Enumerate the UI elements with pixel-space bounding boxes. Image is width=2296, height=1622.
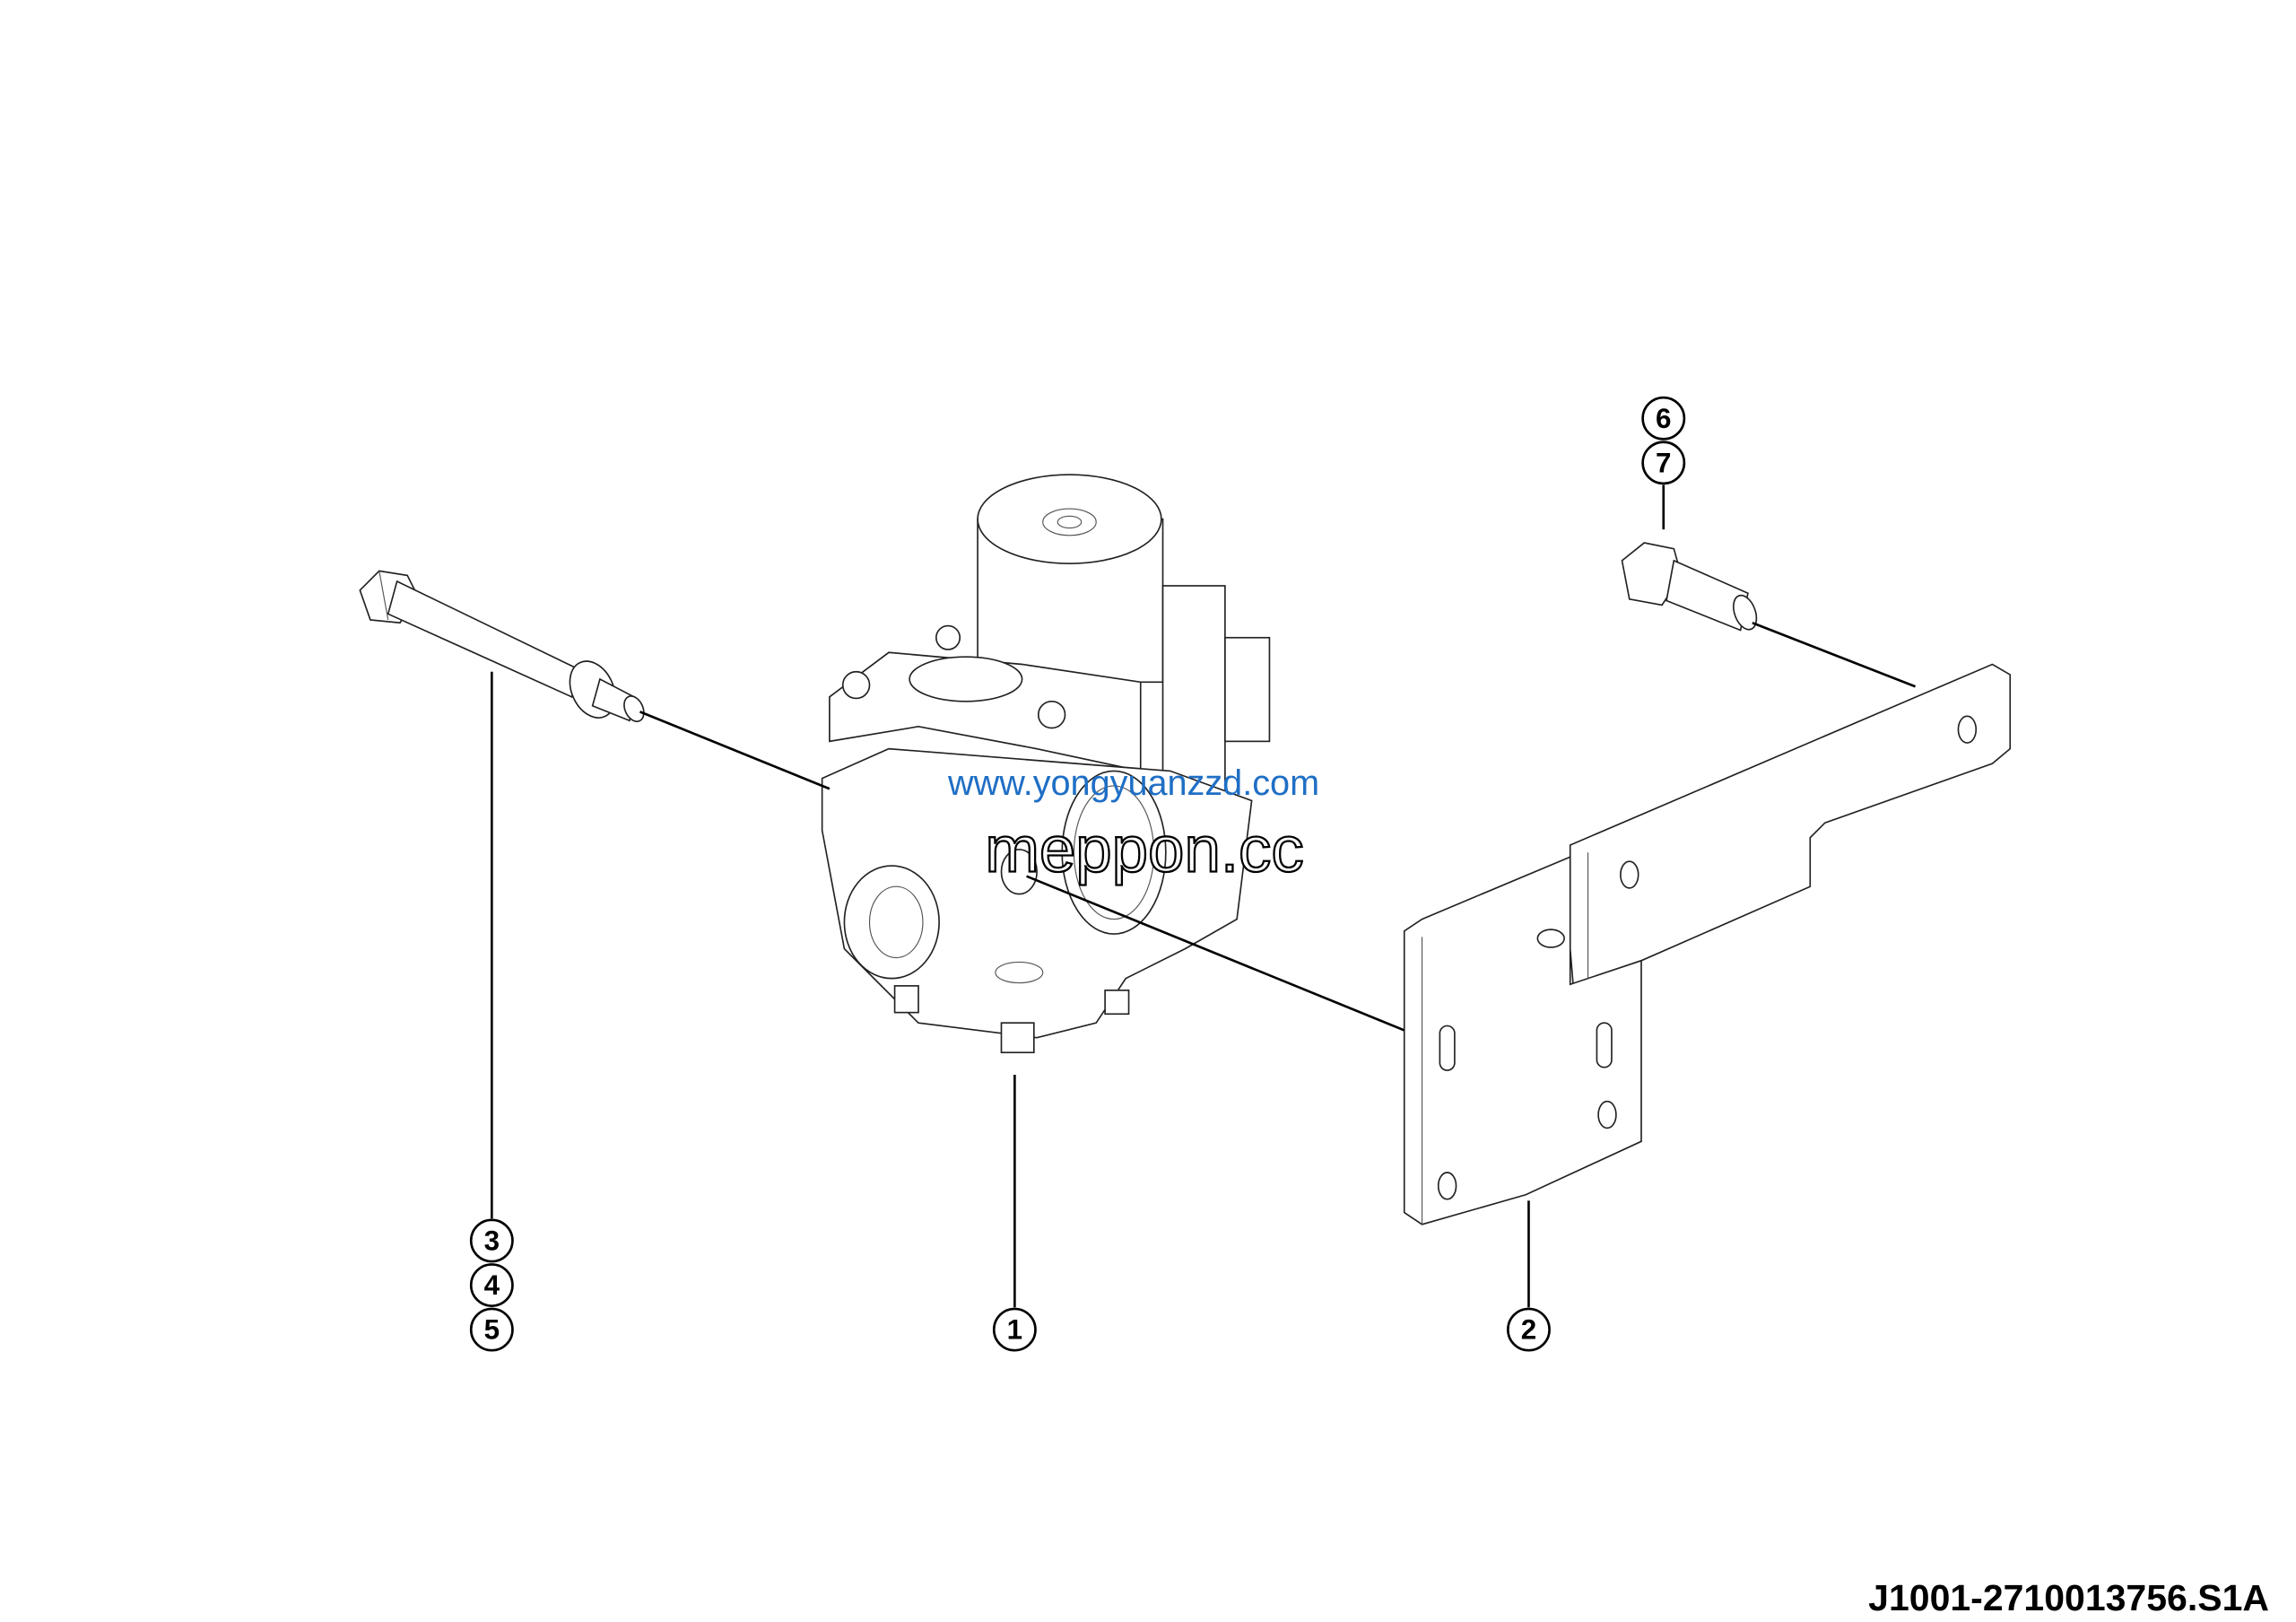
- watermark-outline: meppon.cc: [985, 814, 1303, 886]
- callout-7-label: 7: [1656, 447, 1671, 478]
- watermark-blue: www.yongyuanzzd.com: [947, 763, 1319, 803]
- leader-line-bolt: [639, 711, 831, 790]
- callout-5: 5: [469, 1307, 514, 1352]
- mounting-bracket: [1403, 663, 2012, 1225]
- valve-assembly: [821, 474, 1271, 1054]
- callout-1: 1: [992, 1307, 1037, 1352]
- callout-2-label: 2: [1521, 1314, 1536, 1346]
- callout-4-label: 4: [484, 1269, 500, 1301]
- flange-screw: [1621, 542, 1758, 632]
- callout-3-label: 3: [484, 1225, 500, 1256]
- drawing-code: J1001-2710013756.S1A: [1868, 1577, 2269, 1618]
- callout-1-label: 1: [1007, 1314, 1022, 1346]
- leader-line-screw: [1752, 622, 1917, 688]
- callout-2: 2: [1507, 1307, 1551, 1352]
- leader-line-valve-bracket: [1026, 875, 1405, 1032]
- callout-3: 3: [469, 1218, 514, 1263]
- callout-6: 6: [1641, 396, 1686, 440]
- callout-5-label: 5: [484, 1314, 500, 1346]
- callout-7: 7: [1641, 440, 1686, 485]
- callout-6-label: 6: [1656, 403, 1671, 434]
- bolt-with-washer-nut: [359, 570, 645, 722]
- callout-4: 4: [469, 1263, 514, 1307]
